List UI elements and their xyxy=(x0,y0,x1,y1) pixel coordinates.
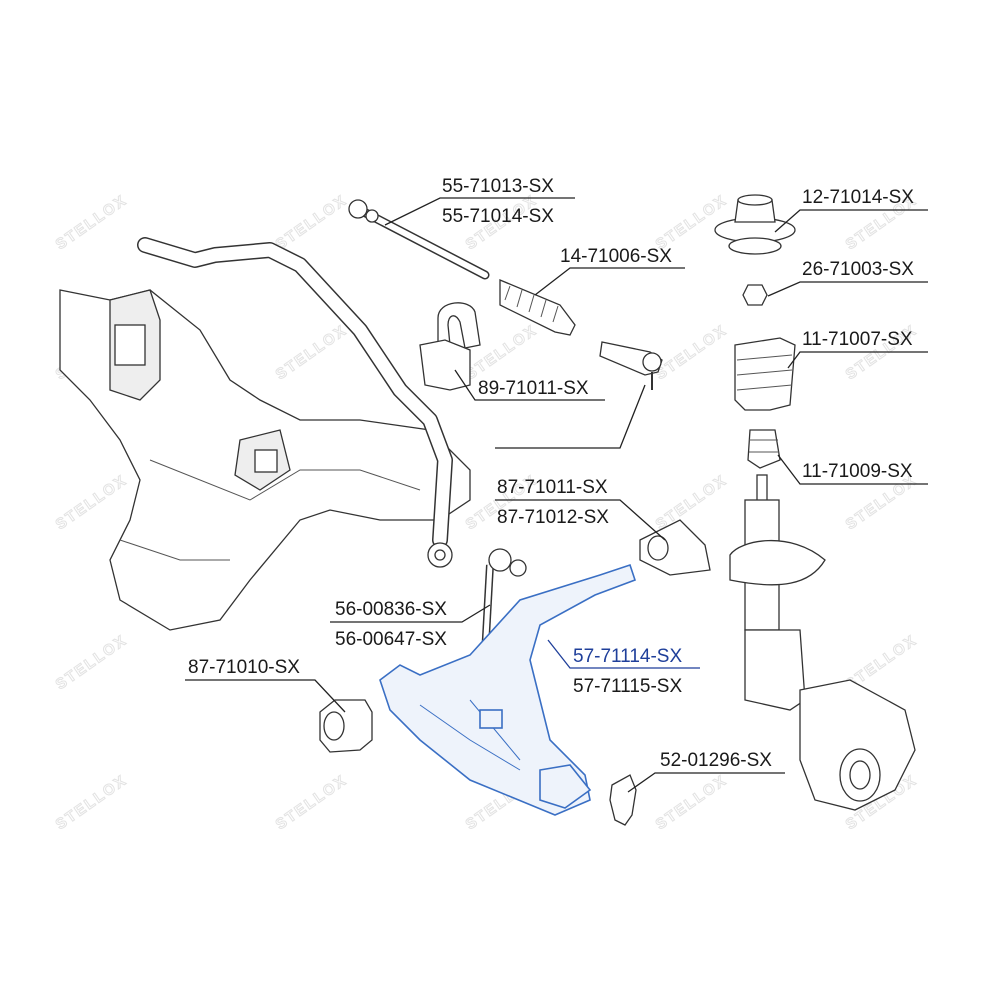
rear-bushing-drawing xyxy=(319,699,373,753)
watermark: STELLOX xyxy=(273,322,351,384)
ball-joint-drawing xyxy=(609,774,637,826)
strut-mount-drawing xyxy=(714,194,796,255)
inner-tie-rod-drawing xyxy=(348,199,490,280)
watermark: STELLOX xyxy=(653,322,731,384)
part-label-87-71011: 87-71011-SX xyxy=(497,477,608,498)
part-label-87-71010: 87-71010-SX xyxy=(188,657,300,678)
leader-lines xyxy=(185,197,928,793)
tie-rod-end-drawing xyxy=(599,341,663,390)
strut-nut-drawing xyxy=(742,284,768,306)
part-label-55-71013: 55-71013-SX xyxy=(442,176,554,197)
watermark: STELLOX xyxy=(653,772,731,834)
lower-control-arm-drawing xyxy=(379,563,637,816)
watermark: STELLOX xyxy=(273,192,351,254)
steering-boot-drawing xyxy=(499,279,576,336)
part-label-52-01296: 52-01296-SX xyxy=(660,750,772,771)
watermark: STELLOX xyxy=(53,772,131,834)
part-label-89-71011: 89-71011-SX xyxy=(478,378,589,399)
control-arm-bushing-drawing xyxy=(639,519,711,576)
stabilizer-bar xyxy=(137,237,453,568)
dust-boot-drawing xyxy=(734,337,796,411)
bump-stop-drawing xyxy=(747,429,781,469)
part-label-55-71014: 55-71014-SX xyxy=(442,206,554,227)
part-label-57-71114: 57-71114-SX xyxy=(573,646,682,667)
part-label-11-71007: 11-71007-SX xyxy=(802,329,913,350)
part-label-87-71012: 87-71012-SX xyxy=(497,507,609,528)
part-label-26-71003: 26-71003-SX xyxy=(802,259,914,280)
steering-knuckle-drawing xyxy=(799,679,916,811)
watermark: STELLOX xyxy=(53,472,131,534)
part-labels: 55-71013-SX 55-71014-SX 14-71006-SX 89-7… xyxy=(188,176,914,771)
subframe-drawing xyxy=(59,289,471,631)
part-label-56-00836: 56-00836-SX xyxy=(335,599,447,620)
part-label-14-71006: 14-71006-SX xyxy=(560,246,672,267)
watermark: STELLOX xyxy=(53,632,131,694)
watermark: STELLOX xyxy=(653,472,731,534)
stabilizer-bushing-drawing xyxy=(419,302,481,391)
part-label-57-71115: 57-71115-SX xyxy=(573,676,682,697)
watermark: STELLOX xyxy=(653,192,731,254)
watermark: STELLOX xyxy=(273,772,351,834)
watermark: STELLOX xyxy=(53,192,131,254)
part-label-56-00647: 56-00647-SX xyxy=(335,629,447,650)
part-label-12-71014: 12-71014-SX xyxy=(802,187,914,208)
shock-absorber-drawing xyxy=(729,474,826,711)
part-label-11-71009: 11-71009-SX xyxy=(802,461,913,482)
